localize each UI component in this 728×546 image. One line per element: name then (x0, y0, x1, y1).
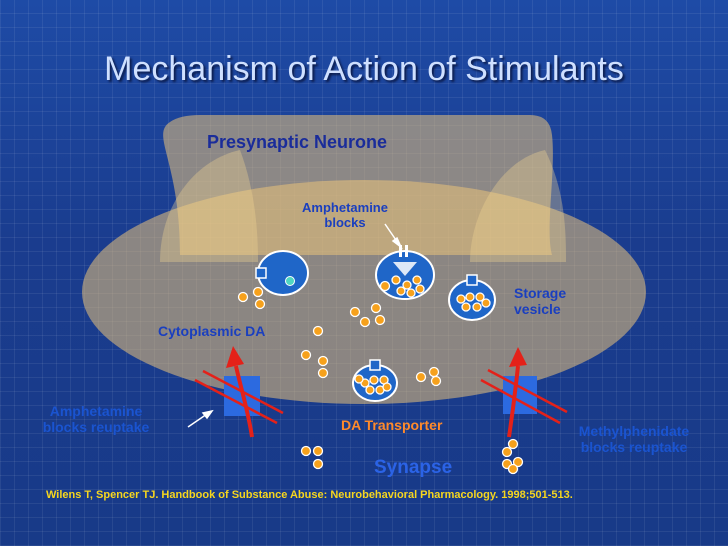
synapse-label: Synapse (374, 457, 453, 478)
storage-vesicle-1 (255, 250, 309, 296)
amphetamine-blocks-label: Amphetamine blocks (302, 200, 388, 230)
methylphenidate-block-lines (480, 368, 568, 425)
methylphenidate-blocks-reuptake-label: Methylphenidate blocks reuptake (578, 423, 690, 456)
amphetamine-blocks-reuptake-label: Amphetamine blocks reuptake (42, 403, 150, 436)
reuptake-arrow-left (226, 346, 254, 438)
page-title: Mechanism of Action of Stimulants (104, 50, 624, 88)
storage-vesicle-label: Storage vesicle (514, 285, 567, 318)
presynaptic-neurone (82, 115, 646, 404)
pointer-arrow-amphetamine (384, 223, 403, 250)
reuptake-arrow-right (507, 347, 527, 438)
pointer-arrow-reuptake (187, 409, 214, 428)
cytoplasmic-da-label: Cytoplasmic DA (158, 323, 266, 339)
presynaptic-neurone-label: Presynaptic Neurone (207, 132, 388, 152)
da-transporter-label: DA Transporter (341, 417, 443, 433)
citation: Wilens T, Spencer TJ. Handbook of Substa… (46, 489, 573, 501)
dopamine-molecules (237, 275, 524, 475)
